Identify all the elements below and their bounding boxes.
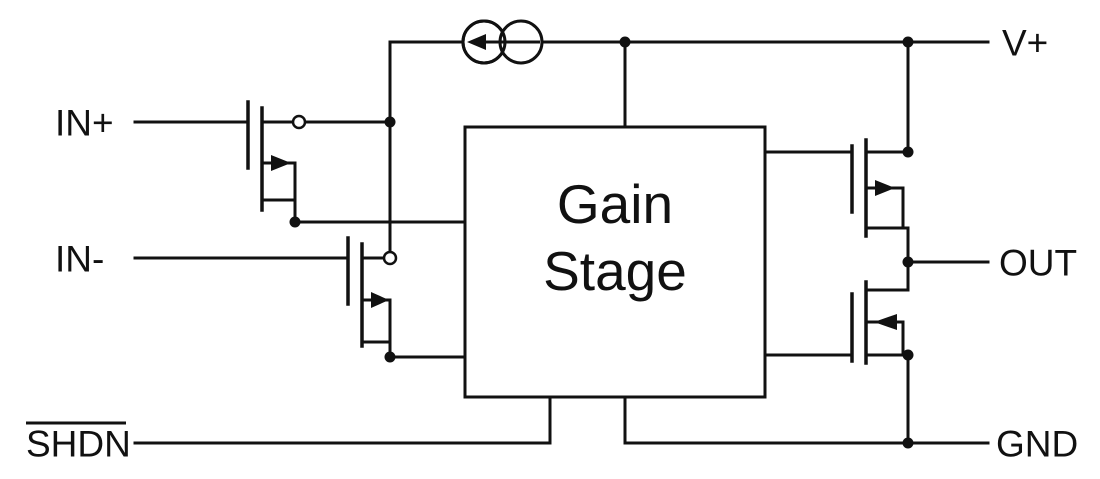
nmos-transistor-icon output-transistor-bottom [850, 280, 910, 365]
junction-dot [902, 437, 914, 449]
junction-dot [902, 36, 914, 48]
pmos-transistor-icon input-transistor-in-minus [346, 236, 398, 359]
pmos-transistor-icon input-transistor-in-plus [246, 100, 307, 224]
label-in-minus: IN- [55, 239, 104, 280]
port-labels: IN+ IN- SHDN V+ OUT GND [26, 23, 1078, 465]
current-source-icon [461, 19, 544, 65]
wires [133, 40, 990, 445]
body-arrow-icon [875, 180, 895, 196]
gain-stage-block: Gain Stage [463, 125, 767, 399]
body-arrow-icon [371, 292, 389, 308]
label-shdn: SHDN [26, 424, 131, 465]
junction-dots [289, 36, 914, 449]
label-gnd: GND [996, 424, 1078, 465]
label-in-plus: IN+ [55, 103, 114, 144]
current-source-arrow-head-icon [467, 34, 486, 50]
label-v-plus: V+ [1002, 23, 1048, 64]
junction-dot [619, 36, 631, 48]
junction-dot [902, 146, 914, 158]
connection-bubble [382, 250, 398, 266]
junction-dot [289, 216, 301, 228]
wire-shdn-lead [133, 395, 552, 445]
gain-stage-title-line2: Stage [543, 240, 687, 302]
label-out: OUT [999, 243, 1077, 284]
junction-dot [902, 349, 914, 361]
junction-dot [902, 256, 914, 268]
junction-dot [384, 351, 396, 363]
junction-dot [384, 116, 396, 128]
body-arrow-icon [874, 314, 897, 330]
gain-stage-title-line1: Gain [557, 173, 673, 235]
connection-bubble [291, 114, 307, 130]
pmos-transistor-icon output-transistor-top [850, 138, 910, 238]
gain-stage-box [463, 125, 767, 399]
body-arrow-icon [271, 155, 291, 171]
